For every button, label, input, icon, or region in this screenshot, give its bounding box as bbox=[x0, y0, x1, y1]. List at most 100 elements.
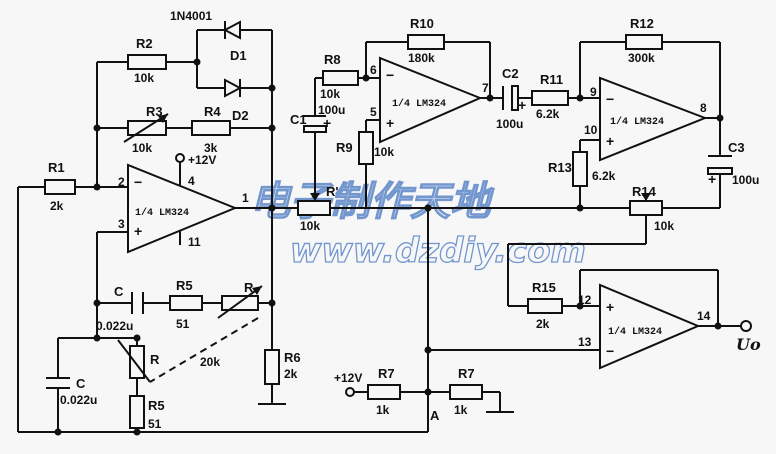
r7-left-value: 1k bbox=[376, 403, 390, 417]
pin-5: 5 bbox=[370, 105, 377, 119]
r7-right-label: R7 bbox=[458, 366, 475, 381]
resistor-r10 bbox=[407, 34, 445, 50]
watermark-title: 电子制作天地 bbox=[250, 179, 495, 225]
supply-left-label: +12V bbox=[334, 371, 362, 385]
diode-d1 bbox=[222, 20, 241, 40]
c3-label: C3 bbox=[728, 140, 745, 155]
pin-6: 6 bbox=[370, 63, 377, 77]
svg-text:+: + bbox=[323, 115, 331, 131]
r5-bottom-value: 51 bbox=[148, 417, 162, 431]
r10-value: 180k bbox=[408, 51, 435, 65]
c-bottom-label: C bbox=[76, 376, 86, 391]
d2-label: D2 bbox=[232, 108, 249, 123]
r8-label: R8 bbox=[324, 52, 341, 67]
r14-label: R14 bbox=[632, 184, 657, 199]
output-terminal bbox=[740, 320, 752, 332]
resistor-r13 bbox=[572, 151, 588, 187]
node-a-label: A bbox=[430, 408, 440, 423]
pin-13: 13 bbox=[578, 335, 592, 349]
pin-7: 7 bbox=[482, 81, 489, 95]
r3-label: R3 bbox=[146, 104, 163, 119]
r13-label: R13 bbox=[548, 160, 572, 175]
diode-part-label: 1N4001 bbox=[170, 9, 212, 23]
r15-value: 2k bbox=[536, 317, 550, 331]
ganged-link bbox=[149, 317, 259, 383]
resistor-r15 bbox=[527, 298, 563, 314]
r13-value: 6.2k bbox=[592, 169, 616, 183]
r1-label: R1 bbox=[48, 160, 65, 175]
supply-left-terminal bbox=[345, 387, 355, 397]
svg-text:+: + bbox=[606, 133, 614, 149]
r14-value: 10k bbox=[654, 219, 674, 233]
watermark-url: www.dzdiy.com bbox=[290, 231, 586, 271]
r5-top-label: R5 bbox=[176, 278, 193, 293]
output-label: Uo bbox=[736, 335, 761, 354]
resistor-r1 bbox=[44, 179, 76, 195]
r5-bottom-label: R5 bbox=[148, 398, 165, 413]
pin-4: 4 bbox=[188, 174, 195, 188]
opamp-4-label: 1/4 LM324 bbox=[608, 326, 662, 338]
svg-text:+: + bbox=[386, 115, 394, 131]
r9-value: 10k bbox=[374, 145, 394, 159]
c-top-value: 0.022u bbox=[96, 319, 133, 333]
c1-label: C1 bbox=[290, 112, 307, 127]
d1-label: D1 bbox=[230, 48, 247, 63]
r7-right-value: 1k bbox=[454, 403, 468, 417]
r-bottom-label: R bbox=[150, 352, 160, 367]
r4-label: R4 bbox=[204, 104, 221, 119]
r5-top-value: 51 bbox=[176, 317, 190, 331]
supply-top-label: +12V bbox=[188, 153, 216, 167]
r-prime-value: 10k bbox=[300, 219, 320, 233]
r-gang-value: 20k bbox=[200, 355, 220, 369]
opamp-1-label: 1/4 LM324 bbox=[135, 207, 189, 219]
c2-value: 100u bbox=[496, 117, 523, 131]
r10-label: R10 bbox=[410, 16, 434, 31]
c-bottom-value: 0.022u bbox=[60, 393, 97, 407]
c-top-label: C bbox=[114, 284, 124, 299]
r6-label: R6 bbox=[284, 350, 301, 365]
resistor-r9 bbox=[358, 131, 374, 165]
pin-3: 3 bbox=[118, 217, 125, 231]
r-prime-label: R' bbox=[326, 184, 338, 199]
resistor-r7-left bbox=[367, 384, 401, 400]
potentiometer-r14 bbox=[629, 200, 663, 216]
c2-label: C2 bbox=[502, 66, 519, 81]
resistor-r11 bbox=[531, 90, 569, 106]
svg-text:−: − bbox=[606, 91, 614, 107]
pin-2: 2 bbox=[118, 175, 125, 189]
r15-label: R15 bbox=[532, 280, 556, 295]
junction-dots bbox=[54, 58, 724, 436]
r2-label: R2 bbox=[136, 36, 153, 51]
r4-value: 3k bbox=[204, 141, 218, 155]
r7-left-label: R7 bbox=[378, 366, 395, 381]
resistor-r2 bbox=[127, 54, 167, 70]
r-top-label: R bbox=[244, 280, 254, 295]
r12-value: 300k bbox=[628, 51, 655, 65]
pin-8: 8 bbox=[700, 101, 707, 115]
svg-text:−: − bbox=[606, 343, 614, 359]
resistor-r8 bbox=[322, 70, 359, 86]
r11-value: 6.2k bbox=[536, 107, 560, 121]
svg-text:+: + bbox=[518, 97, 526, 113]
r1-value: 2k bbox=[50, 199, 64, 213]
pin-1: 1 bbox=[242, 191, 249, 205]
pin-9: 9 bbox=[590, 85, 597, 99]
svg-text:+: + bbox=[134, 223, 142, 239]
diode-d2 bbox=[224, 78, 243, 98]
potentiometer-r-prime bbox=[297, 200, 331, 216]
resistor-r6 bbox=[264, 349, 280, 385]
opamp-3: 1/4 LM324 − + bbox=[599, 76, 708, 162]
c3-value: 100u bbox=[732, 173, 759, 187]
opamp-1: 1/4 LM324 − + bbox=[127, 163, 238, 254]
resistor-r5-bottom bbox=[129, 395, 145, 429]
r12-label: R12 bbox=[630, 16, 654, 31]
r2-value: 10k bbox=[134, 71, 154, 85]
r8-value: 10k bbox=[320, 87, 340, 101]
resistor-r12 bbox=[625, 34, 663, 50]
c1-value: 100u bbox=[318, 103, 345, 117]
svg-text:−: − bbox=[386, 67, 394, 83]
svg-text:+: + bbox=[708, 171, 716, 187]
svg-text:+: + bbox=[606, 299, 614, 315]
